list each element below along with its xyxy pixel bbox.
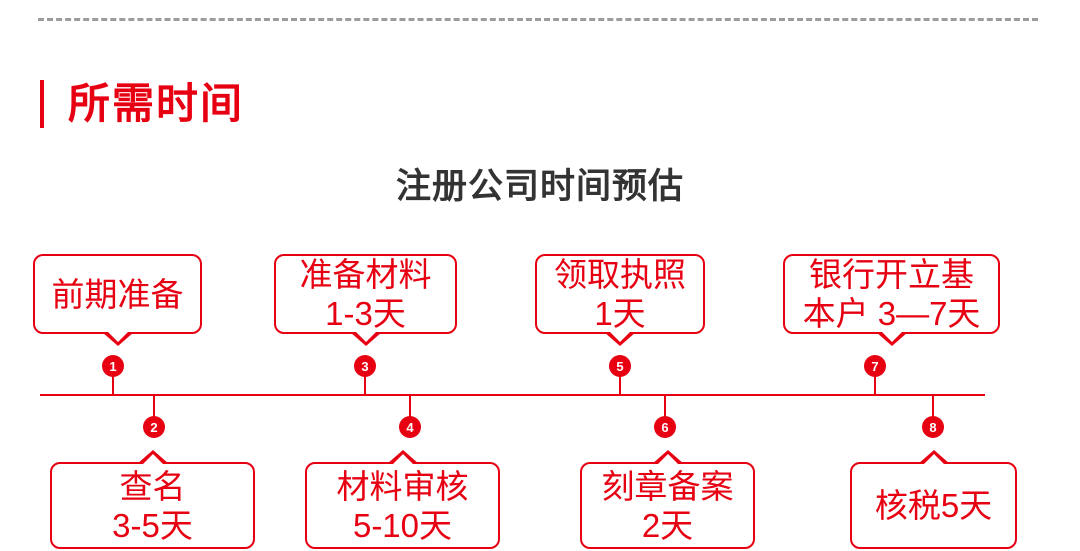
- connector-step-6: [664, 396, 666, 427]
- callout-step-4: 材料审核 5-10天: [305, 450, 500, 549]
- node-step-3: 3: [354, 355, 376, 377]
- callout-step-1-line1: 前期准备: [51, 275, 184, 313]
- connector-step-7: [874, 366, 876, 394]
- node-step-6: 6: [654, 416, 676, 438]
- node-step-7: 7: [864, 355, 886, 377]
- callout-step-6: 刻章备案 2天: [580, 450, 755, 549]
- connector-step-1: [112, 366, 114, 394]
- section-title: 所需时间: [68, 80, 245, 127]
- diagram-title: 注册公司时间预估: [395, 167, 684, 206]
- callout-step-5-line1: 领取执照: [554, 256, 686, 293]
- connector-step-5: [619, 366, 621, 394]
- callout-step-5: 领取执照 1天: [535, 254, 705, 346]
- timeline-axis: [40, 394, 985, 396]
- callout-step-7-line1: 银行开立基: [809, 256, 974, 293]
- callout-step-5-line2: 1天: [594, 295, 646, 332]
- connector-step-8: [932, 396, 934, 427]
- callout-step-4-line1: 材料审核: [336, 467, 469, 505]
- callout-step-1: 前期准备: [33, 254, 202, 346]
- node-step-2: 2: [143, 416, 165, 438]
- title-accent-bar: [40, 80, 44, 128]
- callout-step-6-line1: 刻章备案: [601, 467, 734, 505]
- connector-step-3: [364, 366, 366, 394]
- callout-step-2-line1: 查名: [119, 467, 186, 505]
- callout-step-2-line2: 3-5天: [112, 506, 193, 544]
- node-step-8: 8: [922, 416, 944, 438]
- node-step-4: 4: [399, 416, 421, 438]
- node-step-5: 5: [609, 355, 631, 377]
- callout-step-7-line2: 本户 3—7天: [802, 295, 981, 332]
- section-header: 所需时间: [40, 80, 244, 128]
- callout-step-4-line2: 5-10天: [352, 506, 453, 544]
- node-step-1: 1: [102, 355, 124, 377]
- connector-step-4: [409, 396, 411, 427]
- callout-step-3-line1: 准备材料: [299, 256, 432, 293]
- callout-step-7: 银行开立基 本户 3—7天: [783, 254, 1000, 346]
- callout-step-6-line2: 2天: [641, 506, 694, 544]
- callout-step-8: 核税5天: [850, 450, 1017, 549]
- callout-step-2: 查名 3-5天: [50, 450, 255, 549]
- callout-step-3: 准备材料 1-3天: [274, 254, 457, 346]
- connector-step-2: [153, 396, 155, 427]
- top-dashed-divider: [38, 18, 1038, 21]
- callout-step-3-line2: 1-3天: [325, 295, 406, 332]
- callout-step-8-line1: 核税5天: [874, 487, 993, 524]
